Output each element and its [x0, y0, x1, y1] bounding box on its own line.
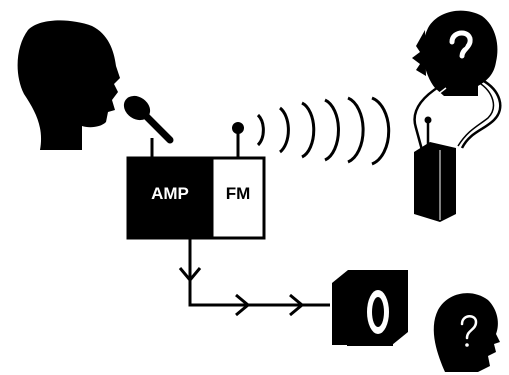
speaker-head-icon — [17, 20, 120, 150]
pocket-receiver-icon — [414, 116, 456, 222]
fm-antenna-icon — [232, 122, 244, 158]
radio-waves-icon — [256, 96, 391, 166]
confused-listener-icon — [433, 293, 500, 372]
amp-label: AMP — [151, 184, 189, 203]
fm-label: FM — [226, 184, 251, 203]
signal-path — [178, 238, 330, 317]
amp-fm-unit: AMP FM — [126, 156, 266, 240]
loudspeaker-icon — [332, 270, 408, 346]
listener-with-receiver-icon — [412, 10, 502, 151]
microphone-icon — [123, 95, 174, 158]
